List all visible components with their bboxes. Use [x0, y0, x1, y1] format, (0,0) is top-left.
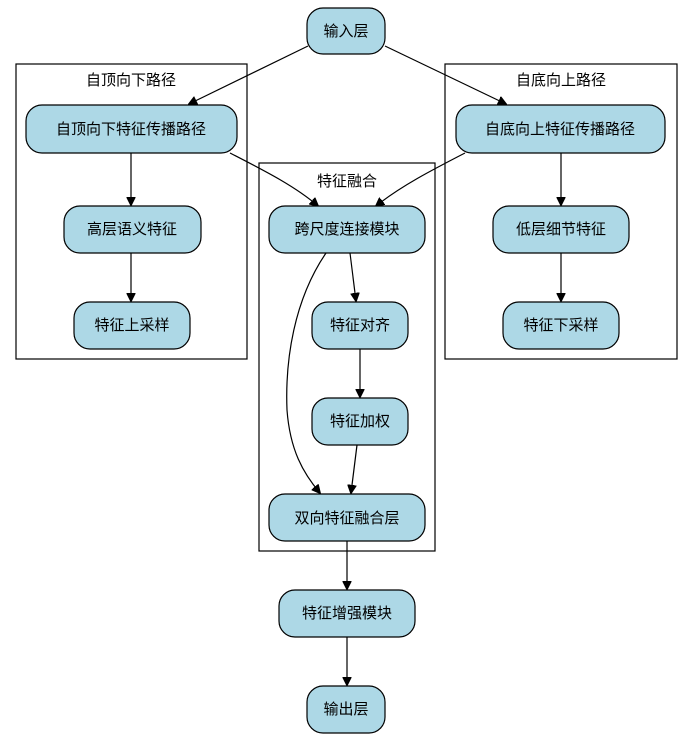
cluster-top-down: 自顶向下路径 [15, 63, 248, 360]
node-enhance-label: 特征增强模块 [302, 604, 392, 622]
node-downsample-box [502, 301, 620, 350]
node-upsample-label: 特征上采样 [94, 316, 169, 334]
node-align-box [311, 301, 409, 350]
node-td-path-box [25, 104, 238, 154]
node-upsample[interactable]: 特征上采样 [73, 301, 191, 350]
cluster-bottom-up: 自底向上路径 [444, 63, 678, 360]
node-output-label: 输出层 [323, 700, 368, 718]
edges [131, 45, 561, 685]
node-bi-fusion-label: 双向特征融合层 [294, 509, 399, 527]
node-bu-path-label: 自底向上特征传播路径 [485, 120, 635, 138]
node-cross-scale[interactable]: 跨尺度连接模块 [268, 205, 426, 254]
node-align[interactable]: 特征对齐 [311, 301, 409, 350]
node-input[interactable]: 输入层 [306, 7, 386, 55]
cluster-bottom-up-box [444, 63, 678, 360]
node-enhance-box [278, 589, 416, 638]
node-bi-fusion[interactable]: 双向特征融合层 [268, 493, 426, 542]
node-cross-scale-box [268, 205, 426, 254]
edge-input-to-bu-path [384, 45, 506, 104]
cluster-top-down-box [15, 63, 248, 360]
node-low-detail-box [492, 205, 630, 254]
node-low-detail-label: 低层细节特征 [516, 220, 606, 238]
node-high-semantic-label: 高层语义特征 [87, 220, 177, 238]
node-high-semantic-box [63, 205, 202, 254]
cluster-fusion-label: 特征融合 [317, 172, 377, 190]
node-bu-path-box [455, 104, 666, 154]
node-bi-fusion-box [268, 493, 426, 542]
node-input-box [306, 7, 386, 55]
node-td-path[interactable]: 自顶向下特征传播路径 [25, 104, 238, 154]
edge-weight-to-bi-fusion [351, 444, 358, 493]
cluster-top-down-label: 自顶向下路径 [86, 71, 176, 89]
node-bu-path[interactable]: 自底向上特征传播路径 [455, 104, 666, 154]
node-td-path-label: 自顶向下特征传播路径 [56, 120, 206, 138]
edge-bu-path-to-cross-scale [376, 152, 466, 206]
cluster-bottom-up-label: 自底向上路径 [516, 71, 606, 89]
edge-input-to-td-path [189, 45, 309, 104]
node-align-label: 特征对齐 [330, 316, 390, 334]
node-upsample-box [73, 301, 191, 350]
node-output-box [306, 685, 386, 734]
edge-td-path-to-cross-scale [229, 152, 318, 206]
node-cross-scale-label: 跨尺度连接模块 [294, 220, 399, 238]
node-weight-box [311, 397, 409, 446]
node-downsample[interactable]: 特征下采样 [502, 301, 620, 350]
node-low-detail[interactable]: 低层细节特征 [492, 205, 630, 254]
node-output[interactable]: 输出层 [306, 685, 386, 734]
node-input-label: 输入层 [323, 22, 368, 40]
edge-cross-scale-to-align [349, 252, 356, 301]
node-high-semantic[interactable]: 高层语义特征 [63, 205, 202, 254]
node-weight[interactable]: 特征加权 [311, 397, 409, 446]
node-downsample-label: 特征下采样 [523, 316, 598, 334]
edge-cross-scale-to-bi-fusion [286, 252, 327, 493]
node-enhance[interactable]: 特征增强模块 [278, 589, 416, 638]
node-weight-label: 特征加权 [330, 412, 390, 430]
